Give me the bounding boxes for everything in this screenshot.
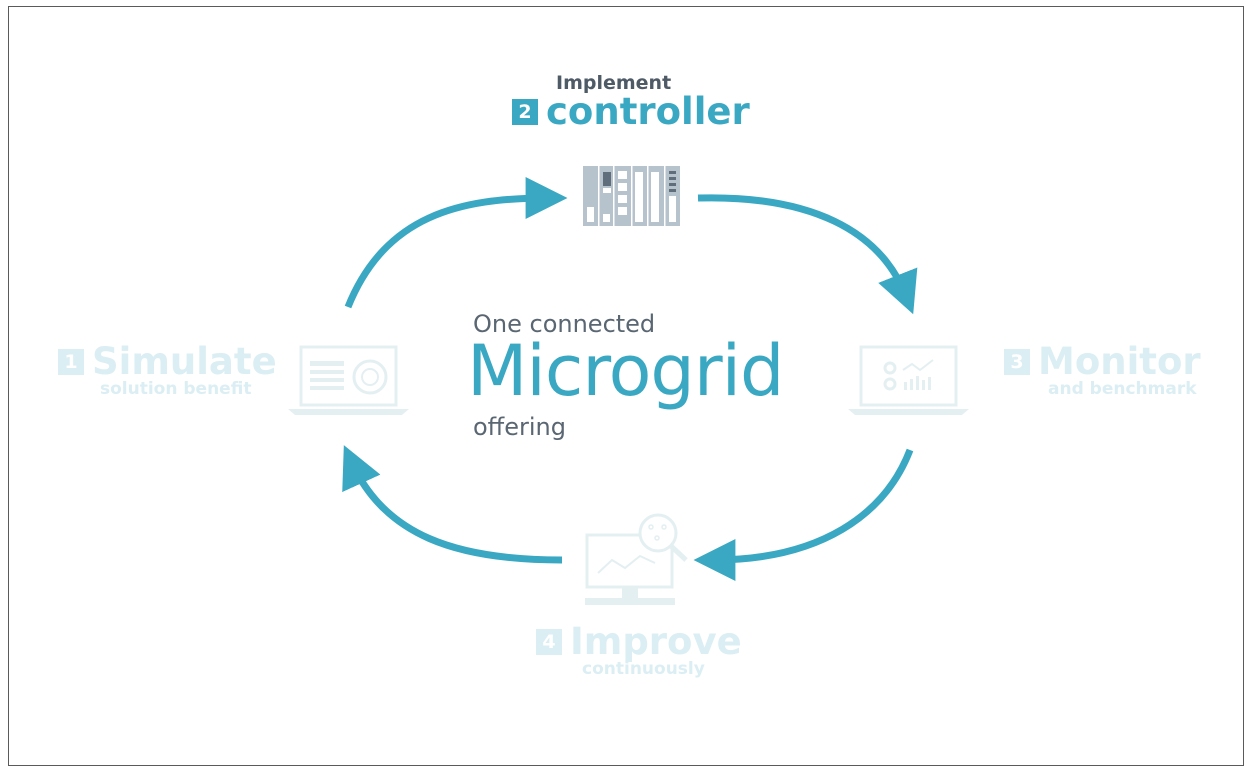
step-number-badge: 2 — [512, 99, 538, 125]
step-number-badge: 4 — [536, 629, 562, 655]
arrow-improve-to-simulate — [342, 445, 563, 564]
arrow-monitor-to-improve — [693, 448, 914, 581]
step-simulate: 1 Simulate solution benefit — [58, 340, 277, 399]
laptop-simulation-icon — [288, 345, 409, 415]
step-number-badge: 1 — [58, 349, 84, 375]
step-controller: Implement 2 controller — [512, 72, 750, 133]
laptop-dashboard-icon — [848, 345, 969, 415]
center-heading-main: Microgrid — [467, 330, 784, 412]
center-heading-top: One connected — [473, 310, 656, 338]
step-title: Simulate — [92, 340, 277, 383]
center-heading-bottom: offering — [473, 413, 566, 441]
arrow-simulate-to-controller — [344, 177, 568, 309]
arrow-controller-to-monitor — [697, 194, 918, 315]
step-title: controller — [546, 90, 750, 133]
monitor-analysis-icon — [585, 513, 688, 605]
step-kicker: Implement — [556, 72, 672, 94]
step-subtitle: solution benefit — [100, 379, 252, 399]
step-title: Monitor — [1038, 340, 1201, 383]
step-improve: 4 Improve continuously — [536, 620, 742, 679]
step-subtitle: continuously — [582, 659, 705, 679]
step-number-badge: 3 — [1004, 349, 1030, 375]
step-subtitle: and benchmark — [1048, 379, 1197, 399]
step-monitor: 3 Monitor and benchmark — [1004, 340, 1201, 399]
controller-rack-icon — [583, 166, 680, 226]
step-title: Improve — [570, 620, 742, 663]
